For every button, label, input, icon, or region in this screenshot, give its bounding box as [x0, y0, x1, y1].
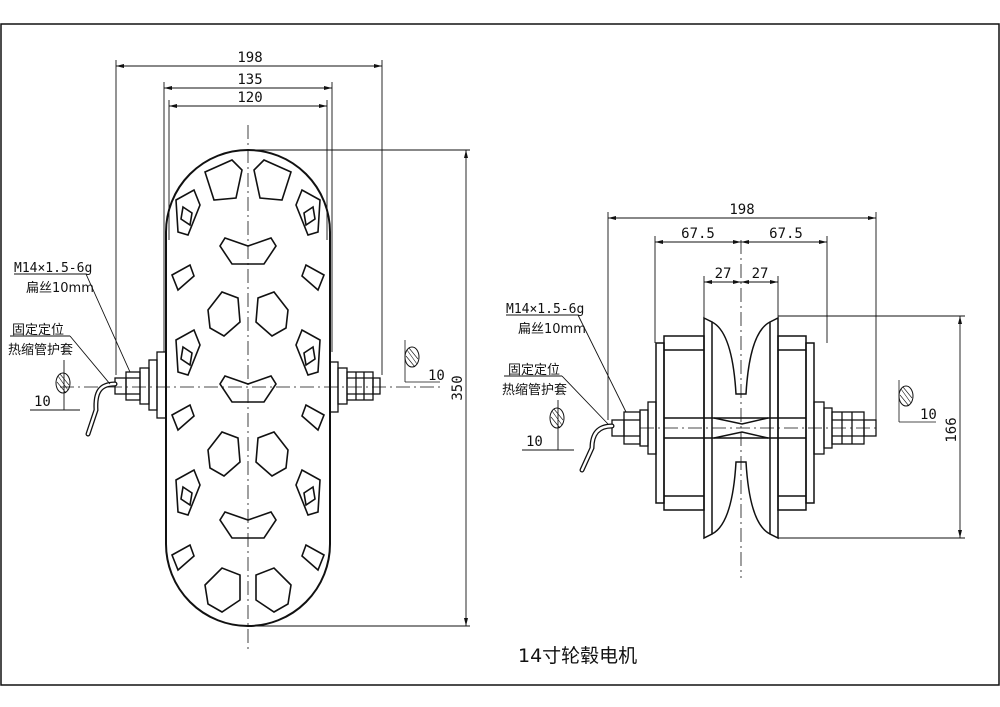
flat-section-left-right-view — [549, 407, 565, 429]
flat-width-left: 10 — [34, 394, 51, 410]
dim-inner-left: 27 — [715, 266, 732, 282]
flat-section-left — [55, 372, 71, 394]
axle-spec-flat: 扁丝10mm — [26, 281, 94, 296]
left-dimension-arrows — [116, 64, 468, 626]
tire-outline — [165, 149, 331, 627]
dim-height: 166 — [944, 417, 960, 442]
dim-inner-width: 120 — [237, 90, 262, 106]
tire-tread — [170, 159, 326, 613]
left-axle-right-end — [329, 361, 381, 413]
dim-half-right: 67.5 — [769, 226, 803, 242]
motor-body — [655, 316, 815, 540]
right-dimension-lines — [607, 212, 965, 539]
axle-spec-flat-right: 扁丝10mm — [518, 322, 586, 337]
drawing-frame — [0, 23, 1000, 686]
right-dimension-arrows — [608, 216, 962, 538]
dim-overall-width-right: 198 — [729, 202, 754, 218]
right-axle-left-end — [611, 401, 657, 455]
axle-spec-thread: M14×1.5-6g — [14, 261, 92, 276]
dim-mid-width: 135 — [237, 72, 262, 88]
left-dimension-lines — [115, 60, 470, 627]
flat-width-right-right-view: 10 — [920, 407, 937, 423]
dim-overall-width: 198 — [237, 50, 262, 66]
sleeve-label-2-right: 热缩管护套 — [502, 382, 567, 398]
right-axle-right-end — [813, 401, 877, 455]
sleeve-label-1: 固定定位 — [12, 323, 64, 338]
left-axle-left-end — [114, 351, 167, 419]
left-leaders — [10, 273, 131, 411]
flat-section-right-right-view — [898, 380, 914, 422]
dim-half-left: 67.5 — [681, 226, 715, 242]
right-leaders — [504, 314, 627, 451]
flat-section-right — [404, 340, 440, 383]
drawing-title: 14寸轮毂电机 — [518, 645, 637, 667]
sleeve-label-2: 热缩管护套 — [8, 342, 73, 358]
left-view: 198 135 120 350 M14×1.5-6g 扁丝10mm 固定定位 热… — [8, 50, 470, 650]
right-view: 198 67.5 67.5 27 27 166 M14×1.5-6g 扁丝10m… — [502, 202, 965, 578]
left-cable — [85, 381, 118, 437]
sleeve-label-1-right: 固定定位 — [508, 363, 560, 378]
flat-width-left-right-view: 10 — [526, 434, 543, 450]
axle-spec-thread-right: M14×1.5-6g — [506, 302, 584, 317]
dim-inner-right: 27 — [752, 266, 769, 282]
dim-diameter: 350 — [450, 375, 466, 400]
flat-width-right: 10 — [428, 368, 445, 384]
